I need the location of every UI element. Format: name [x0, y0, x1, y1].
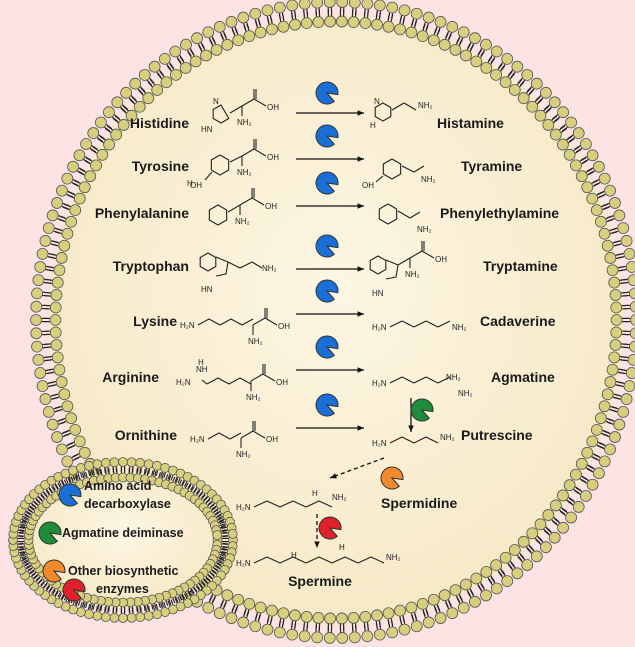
product-label-spermidine: Spermidine	[381, 495, 457, 511]
chem-atom-label: NH₂	[262, 264, 277, 273]
arrow-lysine	[296, 311, 364, 317]
chem-atom-label: N	[213, 97, 219, 106]
legend-other-red-icon	[62, 578, 86, 602]
chem-atom-label: NH₂	[458, 389, 473, 398]
product-label-histamine: Histamine	[437, 115, 504, 131]
arrow-tyrosine	[296, 156, 364, 162]
arrow-putrescine-spermidine	[329, 457, 385, 479]
chem-atom-label: NH₂	[237, 168, 252, 177]
legend-decarboxylase-label: Amino acid	[84, 479, 151, 493]
chem-atom-label: H₂N	[190, 435, 205, 444]
chem-atom-label: NH₂	[237, 118, 252, 127]
arrow-ornithine	[296, 425, 364, 431]
substrate-label-tryptophan: Tryptophan	[113, 258, 189, 274]
product-label-spermine: Spermine	[288, 573, 352, 589]
arrow-spermidine-spermine	[314, 514, 320, 548]
chem-atom-label: NH₂	[235, 217, 250, 226]
chem-atom-label: OH	[362, 181, 374, 190]
chem-atom-label: NH₂	[248, 337, 263, 346]
chem-atom-label: HN	[201, 125, 213, 134]
chem-atom-label: NH₂	[417, 225, 432, 234]
chem-atom-label: OH	[266, 435, 278, 444]
product-label-tryptamine: Tryptamine	[483, 258, 558, 274]
chem-atom-label: H₂N	[372, 439, 387, 448]
chem-atom-label: H₂N	[372, 379, 387, 388]
arrow-arginine	[296, 367, 364, 373]
chem-atom-label: H	[291, 551, 297, 560]
chem-atom-label: OH	[276, 378, 288, 387]
legend-deiminase-icon	[38, 521, 62, 545]
chem-atom-label: HN	[201, 285, 213, 294]
legend-decarboxylase-label-2: decarboxylase	[84, 497, 171, 511]
chem-atom-label: NH₂	[236, 450, 251, 459]
substrate-label-arginine: Arginine	[102, 369, 159, 385]
product-label-tyramine: Tyramine	[461, 158, 522, 174]
decarboxylase-icon	[315, 335, 339, 359]
other-enzyme-orange-icon	[380, 466, 404, 490]
product-label-phenylethylamine: Phenylethylamine	[440, 205, 559, 221]
legend-other-label: Other biosynthetic	[68, 564, 178, 578]
legend-decarboxylase-icon	[58, 483, 82, 507]
chem-atom-label: H₂N	[372, 323, 387, 332]
substrate-label-ornithine: Ornithine	[115, 427, 177, 443]
chem-atom-label: OH	[265, 202, 277, 211]
deiminase-icon	[410, 398, 434, 422]
arrow-tryptophan	[296, 266, 364, 272]
substrate-label-tyrosine: Tyrosine	[132, 158, 190, 174]
substrate-label-lysine: Lysine	[133, 313, 177, 329]
chem-atom-label: NH	[196, 365, 208, 374]
decarboxylase-icon	[315, 81, 339, 105]
decarboxylase-icon	[315, 393, 339, 417]
chem-atom-label: OH	[278, 322, 290, 331]
product-label-agmatine: Agmatine	[491, 369, 555, 385]
legend-other-label-2: enzymes	[96, 582, 149, 596]
substrate-label-phenylalanine: Phenylalanine	[95, 205, 189, 221]
chem-atom-label: NH₂	[446, 373, 461, 382]
chem-atom-label: H	[370, 121, 376, 130]
chem-atom-label: NH₂	[246, 393, 261, 402]
chem-atom-label: H	[339, 543, 345, 552]
chem-atom-label: NH₂	[386, 553, 401, 562]
chem-atom-label: H	[198, 358, 204, 367]
legend-other-orange-icon	[42, 559, 66, 583]
substrate-label-histidine: Histidine	[130, 115, 189, 131]
chem-atom-label: HN	[372, 289, 384, 298]
chem-atom-label: NH₂	[418, 101, 433, 110]
chem-atom-label: NH₂	[405, 270, 420, 279]
chem-atom-label: NH₂	[332, 493, 347, 502]
chem-atom-label: H₂N	[180, 321, 195, 330]
decarboxylase-icon	[315, 234, 339, 258]
chem-atom-label: OH	[267, 153, 279, 162]
chem-atom-label: OH	[267, 103, 279, 112]
legend-deiminase-label: Agmatine deiminase	[62, 526, 184, 540]
decarboxylase-icon	[315, 279, 339, 303]
decarboxylase-icon	[315, 171, 339, 195]
chem-atom-label: H₂N	[236, 559, 251, 568]
product-label-cadaverine: Cadaverine	[480, 313, 556, 329]
arrow-phenylalanine	[296, 203, 364, 209]
chem-atom-label: H	[187, 179, 193, 188]
chem-atom-label: OH	[435, 255, 447, 264]
chem-atom-label: NH₂	[440, 433, 455, 442]
arrow-agmatine-putrescine	[408, 398, 414, 432]
product-label-putrescine: Putrescine	[461, 427, 533, 443]
arrow-histidine	[296, 110, 364, 116]
chem-atom-label: H	[312, 489, 318, 498]
decarboxylase-icon	[315, 124, 339, 148]
other-enzyme-red-icon	[318, 516, 342, 540]
chem-atom-label: N	[374, 97, 380, 106]
chem-atom-label: H₂N	[176, 378, 191, 387]
chem-atom-label: H₂N	[236, 503, 251, 512]
chem-atom-label: NH₂	[421, 175, 436, 184]
chem-atom-label: OH	[190, 181, 202, 190]
chem-atom-label: NH₂	[452, 323, 467, 332]
